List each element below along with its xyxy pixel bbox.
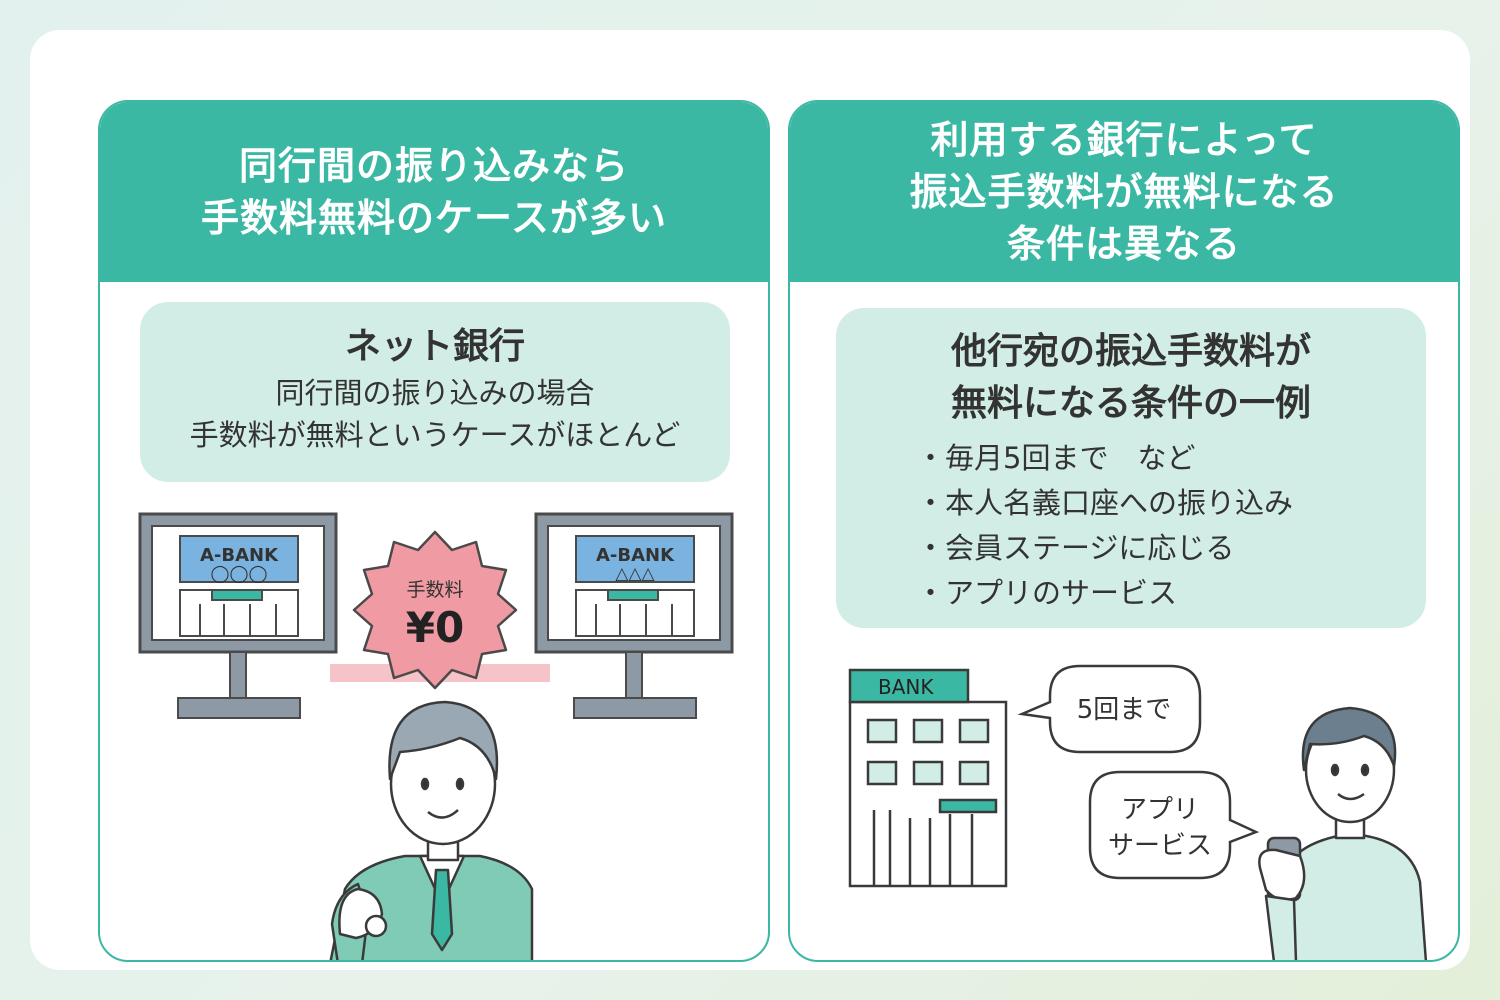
conditions-item: アプリのサービス <box>916 571 1293 616</box>
right-heading-line-2: 振込手数料が無料になる <box>909 170 1339 214</box>
conditions-item: 毎月5回まで など <box>916 436 1293 481</box>
monitor-right-icon <box>534 512 734 719</box>
bank-sign: BANK <box>878 675 934 699</box>
net-bank-infobox: ネット銀行 同行間の振り込みの場合 手数料が無料というケースがほとんど <box>140 302 730 482</box>
bank-bubble-text: 5回まで <box>1077 695 1172 725</box>
left-heading: 同行間の振り込みなら 手数料無料のケースが多い <box>100 102 768 282</box>
net-bank-line-2: 手数料が無料というケースがほとんど <box>189 418 681 452</box>
bank-left-sub: ◯◯◯ <box>210 564 267 584</box>
panel-same-bank: 同行間の振り込みなら 手数料無料のケースが多い ネット銀行 同行間の振り込みの場… <box>98 100 770 962</box>
conditions-title-line-1: 他行宛の振込手数料が <box>950 331 1311 372</box>
user-with-phone-icon <box>1258 706 1428 960</box>
fee-badge-icon <box>352 530 518 690</box>
user-bubble-line-2: サービス <box>1108 831 1212 861</box>
left-heading-line-2: 手数料無料のケースが多い <box>200 196 668 240</box>
user-bubble-line-1: アプリ <box>1121 795 1199 825</box>
conditions-item: 本人名義口座への振り込み <box>916 481 1293 526</box>
businessman-icon <box>329 700 534 960</box>
right-heading: 利用する銀行によって 振込手数料が無料になる 条件は異なる <box>790 102 1458 282</box>
bank-user-illustration: BANK 5回まで アプリ サービス <box>848 664 1428 960</box>
panel-other-bank: 利用する銀行によって 振込手数料が無料になる 条件は異なる 他行宛の振込手数料が… <box>788 100 1460 962</box>
user-speech-bubble <box>1088 770 1260 880</box>
transfer-illustration: A-BANK ◯◯◯ A-BANK △△△ 手数料 ¥0 <box>138 512 734 960</box>
bank-right-name: A-BANK <box>596 545 675 566</box>
fee-badge-label: 手数料 <box>406 579 463 601</box>
bank-speech-bubble <box>1017 664 1202 754</box>
conditions-list: 毎月5回まで など 本人名義口座への振り込み 会員ステージに応じる アプリのサー… <box>916 436 1293 616</box>
bank-right-sub: △△△ <box>615 564 655 584</box>
bank-left-name: A-BANK <box>200 545 279 566</box>
net-bank-title: ネット銀行 <box>344 326 525 367</box>
conditions-item: 会員ステージに応じる <box>916 526 1293 571</box>
right-heading-line-1: 利用する銀行によって <box>930 118 1318 162</box>
right-heading-line-3: 条件は異なる <box>1006 222 1241 266</box>
conditions-title-line-2: 無料になる条件の一例 <box>950 383 1311 424</box>
bank-building-icon <box>848 668 1008 888</box>
net-bank-line-1: 同行間の振り込みの場合 <box>275 376 595 410</box>
left-heading-line-1: 同行間の振り込みなら <box>238 144 629 188</box>
monitor-left-icon <box>138 512 338 719</box>
main-card: 同行間の振り込みなら 手数料無料のケースが多い ネット銀行 同行間の振り込みの場… <box>30 30 1470 970</box>
conditions-infobox: 他行宛の振込手数料が 無料になる条件の一例 毎月5回まで など 本人名義口座への… <box>836 308 1426 628</box>
fee-badge-value: ¥0 <box>406 603 464 652</box>
